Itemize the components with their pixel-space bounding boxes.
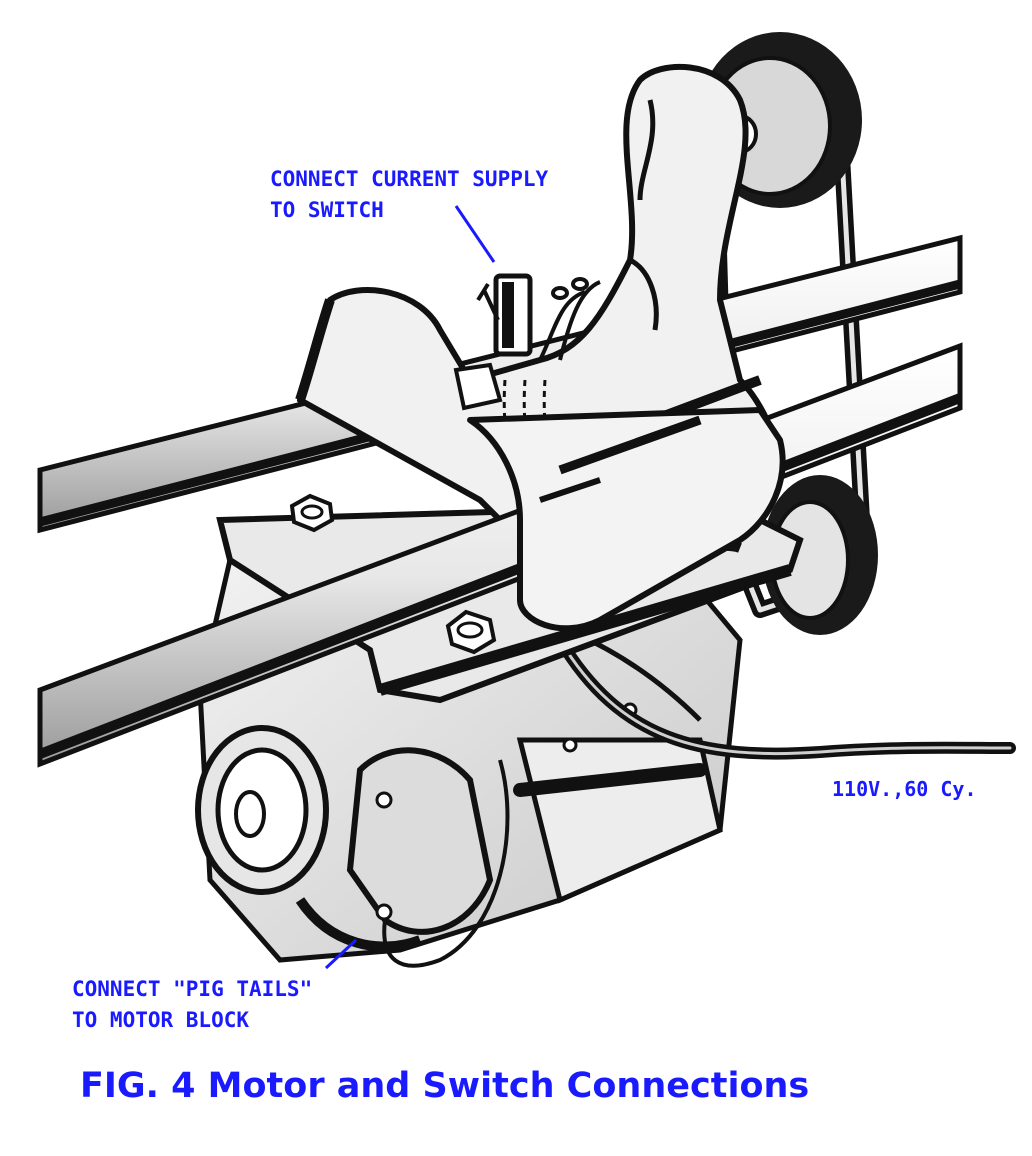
power-cord	[554, 634, 1016, 760]
pigtails-callout-line2: TO MOTOR BLOCK	[72, 1008, 250, 1032]
lower-pulley	[762, 475, 878, 635]
figure-caption: FIG. 4 Motor and Switch Connections	[80, 1066, 810, 1106]
pigtail-leader-line	[324, 938, 358, 970]
hex-nut-center	[445, 609, 497, 655]
switch-leads	[538, 277, 601, 361]
pigtail-wire	[382, 759, 510, 968]
pigtails-callout-line1: CONNECT "PIG TAILS"	[72, 977, 313, 1001]
voltage-label: 110V.,60 Cy.	[832, 777, 977, 801]
hex-nut-left	[289, 493, 335, 533]
switch-leader-line	[454, 205, 496, 263]
pigtails-callout: CONNECT "PIG TAILS" TO MOTOR BLOCK	[72, 974, 312, 1036]
switch	[476, 273, 533, 357]
motor-pulley	[195, 725, 329, 895]
carriage-collar	[467, 407, 786, 632]
switch-callout: CONNECT CURRENT SUPPLY TO SWITCH	[270, 164, 548, 226]
motor-end-cap	[295, 747, 494, 952]
switch-callout-line2: TO SWITCH	[270, 198, 384, 222]
switch-callout-line1: CONNECT CURRENT SUPPLY	[270, 167, 549, 191]
